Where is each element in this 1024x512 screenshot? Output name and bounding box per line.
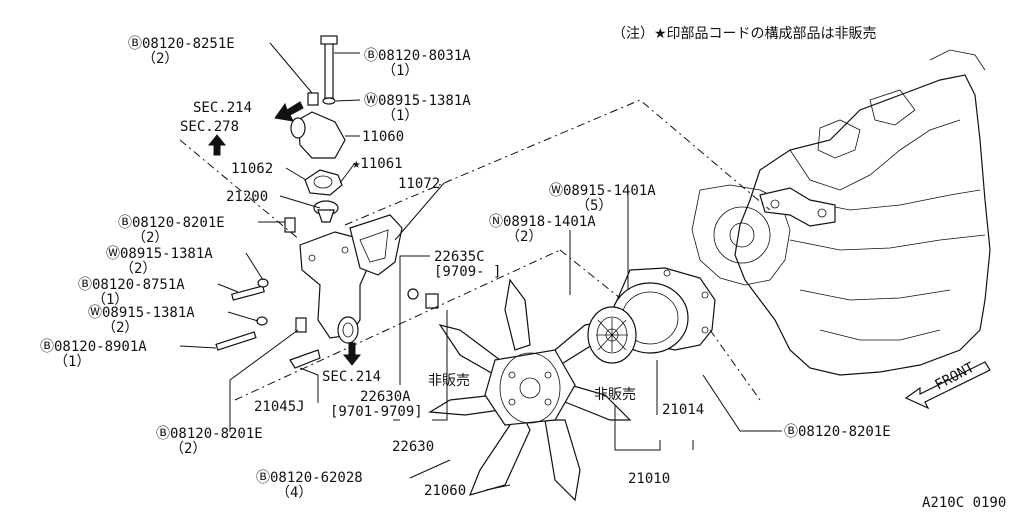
labels: （注）★印部品コードの構成部品は非販売 Ⓑ08120-8251E （2） Ⓑ08…	[40, 26, 1006, 511]
diagram-id: A210C 0190	[922, 495, 1006, 511]
label-b-8901a-qty: （1）	[54, 354, 90, 370]
label-21060: 21060	[424, 483, 466, 499]
label-sec214-top: SEC.214	[193, 100, 252, 116]
front-label: FRONT	[932, 359, 977, 393]
label-sec214-bottom: SEC.214	[322, 369, 381, 385]
engine-block-drawing	[691, 49, 991, 376]
label-b-8201e-a-qty: （2）	[132, 230, 168, 246]
front-arrow-icon	[904, 361, 991, 410]
label-b-62028-qty: （4）	[276, 485, 312, 501]
label-b-8201e-c: Ⓑ08120-8201E	[784, 424, 891, 440]
thermostat-housing-drawing	[215, 35, 439, 369]
label-w-1381a-mid-qty: （2）	[120, 261, 156, 277]
label-11072: 11072	[398, 176, 440, 192]
water-pump-drawing	[587, 267, 716, 364]
label-21010: 21010	[628, 471, 670, 487]
label-21045j: 21045J	[254, 399, 305, 415]
label-w-1401a: Ⓦ08915-1401A	[549, 183, 656, 199]
label-w-1381a-low-qty: （2）	[102, 320, 138, 336]
label-11061: ★11061	[352, 156, 403, 172]
label-w-1401a-qty: （5）	[576, 198, 612, 214]
label-b-8751a-qty: （1）	[92, 292, 128, 308]
label-n-1401a-qty: （2）	[506, 229, 542, 245]
label-b-8901a: Ⓑ08120-8901A	[40, 339, 147, 355]
label-w-1381a-mid: Ⓦ08915-1381A	[106, 246, 213, 262]
label-22635c-date: [9709- ]	[434, 264, 501, 280]
label-w-1381a-top-qty: （1）	[382, 108, 418, 124]
label-n-1401a: Ⓝ08918-1401A	[489, 214, 596, 230]
label-w-1381a-top: Ⓦ08915-1381A	[364, 93, 471, 109]
arrow-sec214-bottom-icon	[342, 342, 362, 366]
leader-lines	[179, 42, 782, 491]
label-11062: 11062	[231, 161, 273, 177]
label-w-1381a-low: Ⓦ08915-1381A	[88, 305, 195, 321]
label-21200: 21200	[226, 189, 268, 205]
note-text: （注）★印部品コードの構成部品は非販売	[612, 26, 877, 42]
label-b-8251e-qty: （2）	[142, 51, 178, 67]
arrows	[207, 101, 991, 410]
label-21014: 21014	[662, 402, 704, 418]
label-22630: 22630	[392, 439, 434, 455]
label-b-8751a: Ⓑ08120-8751A	[78, 277, 185, 293]
label-hihanbai-1: 非販売	[428, 373, 470, 389]
label-b-8251e: Ⓑ08120-8251E	[128, 36, 235, 52]
label-11060: 11060	[362, 129, 404, 145]
label-hihanbai-2: 非販売	[594, 387, 636, 403]
label-b-62028: Ⓑ08120-62028	[256, 470, 363, 486]
label-b-8031a: Ⓑ08120-8031A	[364, 48, 471, 64]
label-b-8201e-b-qty: （2）	[170, 441, 206, 457]
label-22630a-date: [9701-9709]	[330, 404, 423, 420]
label-b-8201e-a: Ⓑ08120-8201E	[118, 215, 225, 231]
label-22630a: 22630A	[360, 389, 411, 405]
label-b-8031a-qty: （1）	[382, 63, 418, 79]
label-sec278: SEC.278	[180, 119, 239, 135]
arrow-sec214-top-icon	[274, 101, 304, 122]
label-22635c: 22635C	[434, 249, 485, 265]
arrow-sec278-icon	[207, 134, 227, 156]
label-b-8201e-b: Ⓑ08120-8201E	[156, 426, 263, 442]
